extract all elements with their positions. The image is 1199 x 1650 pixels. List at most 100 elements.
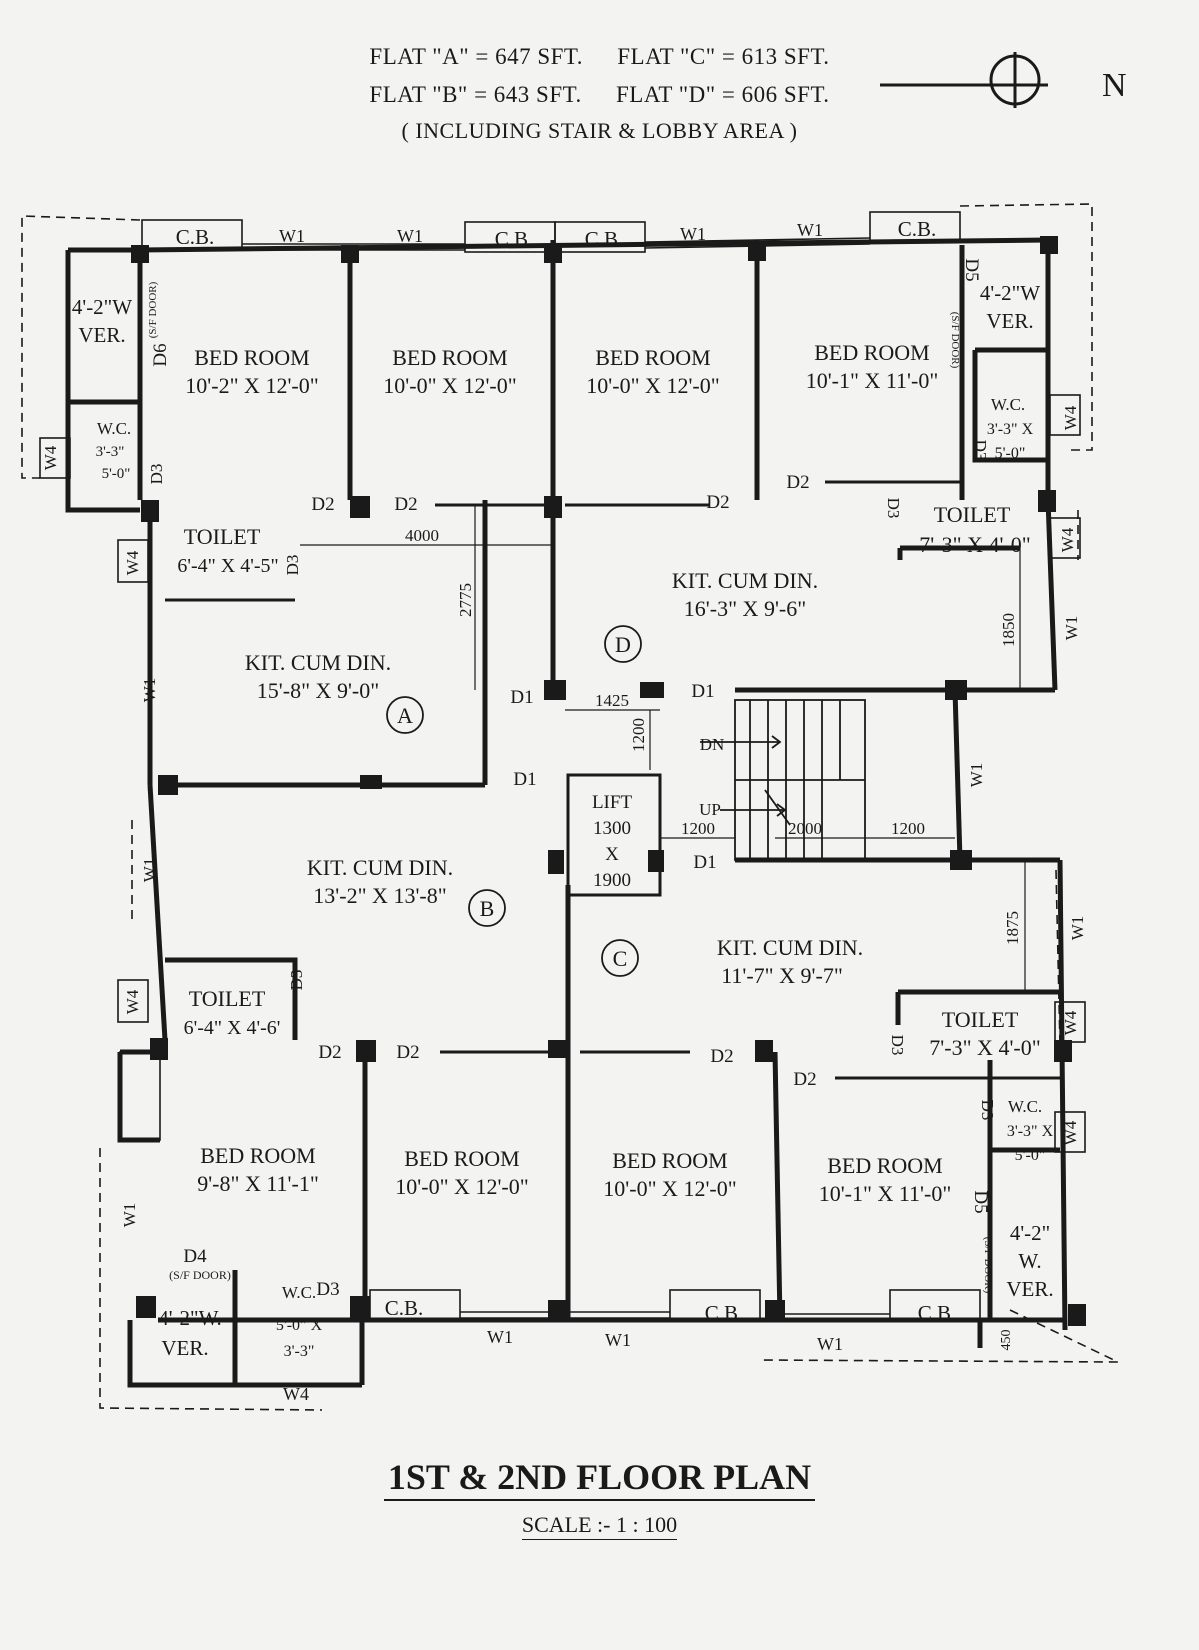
w4-label: W4 [123, 989, 142, 1014]
flat-c-area: FLAT "C" = 613 SFT. [617, 44, 830, 69]
w1-label: W1 [797, 220, 823, 240]
room-label: KIT. CUM DIN. [245, 650, 391, 675]
cb-label: C.B. [898, 217, 937, 241]
room-label: BED ROOM [194, 345, 310, 370]
cb-label: C.B. [918, 1301, 957, 1325]
room-size: 10'-1" X 11'-0" [806, 368, 939, 393]
d2-label: D2 [394, 494, 417, 515]
north-label: N [1102, 67, 1127, 104]
d2-label: D2 [710, 1046, 733, 1067]
ver-label: VER. [78, 323, 125, 347]
d1-label: D1 [510, 687, 533, 708]
room-size: 10'-0" X 12'-0" [395, 1174, 528, 1199]
w4-label: W4 [1058, 527, 1077, 552]
ver-label: 4'-2" [1010, 1221, 1050, 1245]
small-room-labels: W.C. 3'-3" 5'-0" W.C. 3'-3" X 5'-0" W.C.… [72, 281, 1054, 1360]
room-label: BED ROOM [827, 1153, 943, 1178]
ver-label: 4'-2"W [72, 295, 132, 319]
dimension-labels: 4000 2775 1425 1200 1200 2000 1200 1850 … [405, 526, 1022, 1351]
north-arrow-icon [880, 52, 1048, 108]
wc-size: 5'-0" X [276, 1317, 323, 1334]
room-label: BED ROOM [392, 345, 508, 370]
wc-label: W.C. [97, 419, 131, 438]
w1-label: W1 [140, 678, 159, 703]
d1-label: D1 [513, 769, 536, 790]
w1-label: W1 [279, 226, 305, 246]
w1-label: W1 [680, 224, 706, 244]
sf-door-label: (S/F DOOR) [949, 312, 961, 369]
room-label: KIT. CUM DIN. [672, 568, 818, 593]
room-size: 6'-4" X 4'-6' [184, 1017, 281, 1039]
d3-label: D3 [316, 1279, 339, 1300]
wc-size: 3'-3" X [987, 421, 1034, 438]
w4-label: W4 [41, 445, 60, 470]
room-size: 9'-8" X 11'-1" [197, 1171, 319, 1196]
room-size: 16'-3" X 9'-6" [684, 596, 806, 621]
w1-label: W1 [605, 1330, 631, 1350]
d3-label: D3 [884, 498, 903, 519]
dim-label: 1200 [681, 819, 715, 838]
d2-label: D2 [318, 1042, 341, 1063]
wc-size: 5'-0" [995, 445, 1026, 462]
room-label: BED ROOM [814, 340, 930, 365]
d3-label: D3 [888, 1035, 907, 1056]
ver-label: 4'-2"W. [158, 1306, 222, 1330]
lift-size: 1300 [593, 818, 631, 839]
room-size: 7'-3" X 4'-0" [929, 1035, 1040, 1060]
lift-size: X [605, 844, 619, 865]
d3-label: D3 [287, 970, 306, 991]
flat-marker-b: B [480, 896, 495, 921]
lift-label: LIFT [592, 792, 633, 813]
ver-label: VER. [161, 1336, 208, 1360]
w1-label: W1 [817, 1334, 843, 1354]
d6-label: D6 [150, 343, 171, 366]
ver-label: VER. [1006, 1277, 1053, 1301]
d3-label: D3 [283, 555, 302, 576]
room-label: TOILET [189, 986, 266, 1011]
cb-label: C.B. [705, 1301, 744, 1325]
w4-label: W4 [123, 550, 142, 575]
room-label: TOILET [184, 524, 261, 549]
flat-d-area: FLAT "D" = 606 SFT. [615, 82, 830, 107]
w4-label: W4 [1061, 1120, 1080, 1145]
cb-label: C.B. [585, 227, 624, 251]
room-size: 10'-2" X 12'-0" [185, 373, 318, 398]
room-label: KIT. CUM DIN. [717, 935, 863, 960]
dim-label: 4000 [405, 526, 439, 545]
room-size: 6'-4" X 4'-5" [177, 555, 278, 577]
room-size: 10'-1" X 11'-0" [819, 1181, 952, 1206]
room-size: 10'-0" X 12'-0" [383, 373, 516, 398]
room-label: BED ROOM [595, 345, 711, 370]
w1-label: W1 [397, 226, 423, 246]
flat-markers [386, 625, 642, 977]
flat-marker-c: C [613, 946, 628, 971]
area-line-2: FLAT "B" = 643 SFT. FLAT "D" = 606 SFT. [0, 82, 1199, 108]
room-label: TOILET [934, 502, 1011, 527]
plan-title: 1ST & 2ND FLOOR PLAN [0, 1456, 1199, 1501]
plan-scale: SCALE :- 1 : 100 [0, 1512, 1199, 1540]
top-room-labels: BED ROOM 10'-2" X 12'-0" BED ROOM 10'-0"… [177, 340, 1030, 703]
partition-walls [165, 480, 1060, 1080]
columns [131, 236, 1086, 1326]
w4-label: W4 [1061, 405, 1080, 430]
stair-up-label: UP [699, 800, 721, 819]
fixture-labels: C.B. C.B. C.B. C.B. C.B. C.B. C.B. W1 W1… [176, 217, 957, 1404]
w1-label: W1 [1062, 616, 1081, 641]
room-label: BED ROOM [200, 1143, 316, 1168]
stair-dn-label: DN [700, 735, 725, 754]
d1-label: D1 [691, 681, 714, 702]
sf-door-label: (S/F DOOR) [169, 1268, 231, 1282]
d1-label: D1 [693, 852, 716, 873]
ver-label: 4'-2"W [980, 281, 1040, 305]
d2-label: D2 [706, 492, 729, 513]
d2-label: D2 [786, 472, 809, 493]
dim-label: 1425 [595, 691, 629, 710]
d4-label: D4 [183, 1246, 207, 1267]
wc-size: 3'-3" X [1007, 1123, 1054, 1140]
w4-label: W4 [283, 1384, 309, 1404]
w1-label: W1 [140, 858, 159, 883]
area-line-1: FLAT "A" = 647 SFT. FLAT "C" = 613 SFT. [0, 44, 1199, 70]
d3-label: D3 [147, 464, 166, 485]
wc-size: 3'-3" [96, 444, 125, 460]
